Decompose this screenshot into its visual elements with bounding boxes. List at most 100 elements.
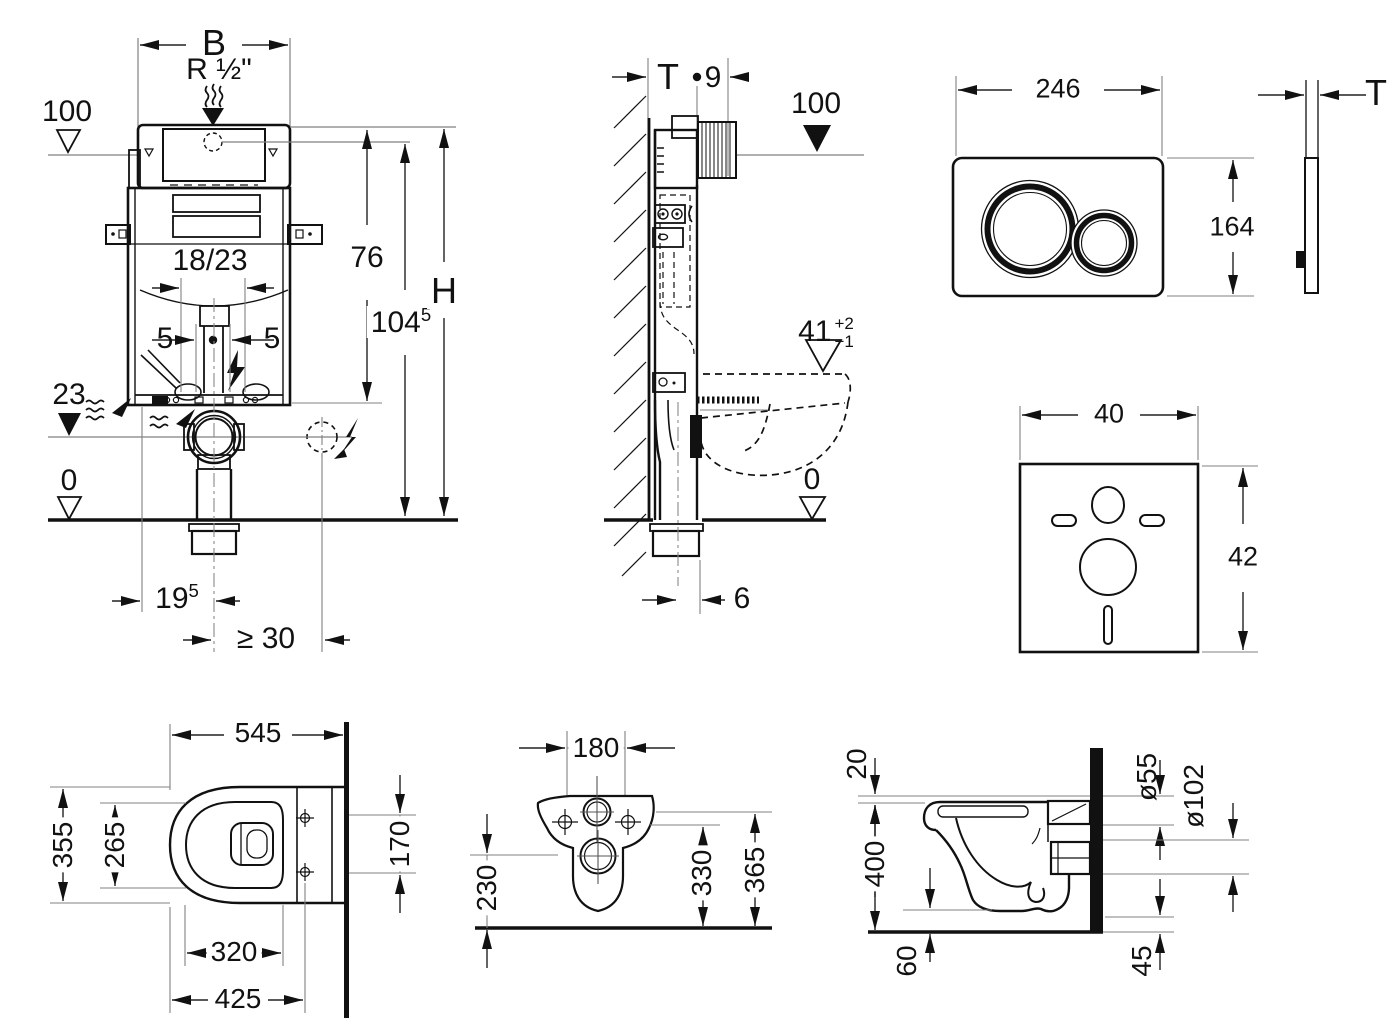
fixing-hole-marker (552, 809, 641, 835)
dim-label-hole-spacing-170: 170 (384, 816, 415, 872)
dim-label-pan-width: 355 (47, 817, 78, 873)
dim-label-flush-height: 365 (739, 842, 770, 898)
trap-curve (1027, 881, 1046, 904)
dim-label-height-H: H (427, 273, 461, 309)
cistern-tank (128, 123, 292, 190)
dim-label-flush-diameter: ø55 (1131, 752, 1162, 802)
water-flow-icon (149, 409, 195, 429)
dim-label-floor-clearance: 45 (1126, 945, 1157, 977)
fitting-left (174, 383, 202, 401)
pan-side-outline (922, 799, 1092, 913)
dim-label-top-clearance: 20 (841, 748, 872, 780)
dim-rough-in (152, 278, 274, 392)
sound-pad-view (1018, 406, 1258, 654)
connector-seal (690, 415, 702, 458)
dim-plate-width (955, 76, 1163, 156)
dim-drain-offset (112, 596, 350, 645)
bottom-slot (1103, 605, 1113, 645)
dim-plate-height (1167, 157, 1254, 297)
dim-label-hole-spacing-180: 180 (568, 734, 624, 762)
pad-outline (1018, 462, 1200, 654)
dim-label-inner-length: 320 (206, 938, 262, 966)
protection-box (697, 121, 737, 179)
big-flush-button[interactable] (980, 179, 1080, 279)
dim-label-offset-right: 5 (263, 322, 281, 355)
dim-label-pipe-offset-9: 9 (704, 61, 722, 94)
fitting-right (242, 383, 270, 401)
level-marker-100 (48, 129, 140, 156)
water-level-mark (143, 148, 155, 158)
pan-rear-outline (536, 794, 655, 913)
dim-label-inner-width: 265 (99, 817, 130, 873)
dim-label-width-B: B (197, 25, 231, 61)
electrical-connection-icon (302, 417, 358, 459)
flush-plate-front-view (951, 76, 1254, 298)
frame-front-view (48, 38, 458, 652)
drain-hole (577, 830, 619, 884)
dim-label-drain-diameter: ø102 (1178, 764, 1209, 828)
dim-label-level-100: 100 (41, 95, 93, 128)
dim-label-pan-depth: 545 (230, 719, 286, 747)
wall-line (1090, 748, 1103, 932)
dim-label-height-104: 1045 (366, 305, 436, 338)
flush-hole (580, 776, 614, 842)
outlet-fitting (652, 372, 686, 393)
pan-outer-rim (168, 785, 344, 905)
dim-label-level-0: 0 (60, 464, 78, 497)
dim-B (137, 38, 291, 127)
flush-plate-body (951, 156, 1165, 298)
dim-pad-width (1019, 406, 1199, 460)
dim-label-fixing-length: 425 (210, 985, 266, 1013)
drain-elbow (649, 399, 704, 586)
flush-plate-side-view (1258, 80, 1366, 294)
small-flush-button[interactable] (1070, 209, 1138, 277)
bolt-slot-right (1139, 514, 1165, 527)
bowl-inner (955, 817, 1032, 888)
dim-pan-depth (169, 724, 343, 790)
water-level-mark (267, 148, 279, 158)
level-marker-0 (604, 496, 827, 522)
flush-connector (1046, 799, 1092, 826)
plate-clip (1296, 251, 1305, 268)
dim-label-outlet-41: 41+2−1 (798, 314, 854, 351)
dim-side-right (1103, 760, 1249, 970)
wall-hatch (613, 95, 651, 577)
dim-label-clearance-min: ≥ 30 (236, 622, 296, 655)
wall-line (344, 722, 349, 1018)
dim-label-depth-T: T (657, 56, 679, 97)
dim-label-supply-thread: R ½" (186, 53, 252, 86)
pan-rear-view (470, 731, 772, 968)
water-flow-icon (85, 398, 131, 421)
supply-arrow-icon (202, 108, 224, 126)
dim-pipe-to-wall (642, 560, 725, 614)
dim-label-level-100: 100 (790, 87, 842, 120)
dim-label-drain-height: 330 (686, 845, 717, 901)
dim-label-pipe-to-wall-6: 6 (733, 582, 751, 615)
toilet-silhouette-dashed (698, 373, 852, 477)
level-marker-0 (48, 496, 458, 522)
pan-side-view (858, 748, 1249, 970)
pan-inner-rim (184, 801, 284, 889)
dim-label-offset-left: 5 (156, 322, 174, 355)
wall-brackets (105, 224, 323, 245)
bolt-slot-left (1051, 514, 1077, 527)
level-marker-100 (737, 125, 864, 156)
dim-label-level-0: 0 (803, 463, 821, 496)
plate-profile (1304, 157, 1319, 294)
dim-label-drain-offset: 195 (155, 580, 199, 615)
drain-cutout (1079, 538, 1137, 596)
dim-label-plate-width: 246 (1031, 75, 1085, 103)
seat-surface (937, 805, 1029, 818)
dim-label-rough-in: 18/23 (172, 244, 248, 277)
dim-bottom-clearance (903, 868, 992, 962)
fixing-hole-marker (296, 809, 314, 881)
dim-label-bottom-clearance: 60 (891, 945, 922, 977)
dim-label-pad-height: 42 (1223, 543, 1263, 571)
electrical-bolt-icon (227, 350, 245, 391)
flush-pipe-cutout (1091, 486, 1125, 524)
dim-label-height-76: 76 (346, 243, 388, 273)
dim-label-pad-width: 40 (1089, 400, 1129, 428)
lightning-icon (340, 418, 358, 455)
